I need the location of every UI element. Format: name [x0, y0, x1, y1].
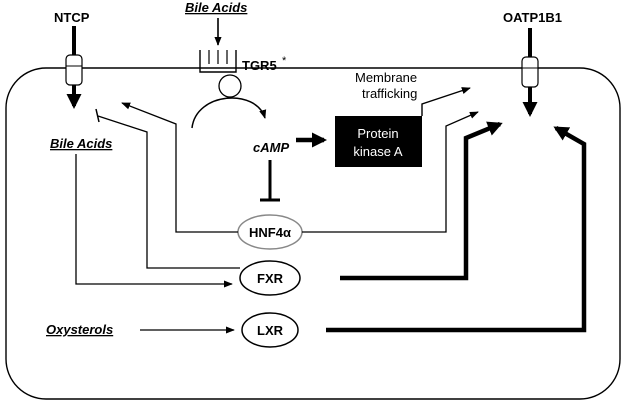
lxr-label: LXR: [257, 323, 284, 338]
protein-kinase-a-box: [335, 116, 422, 167]
oatp1b1-label: OATP1B1: [503, 10, 562, 25]
bile-acids-extracellular-label: Bile Acids: [185, 0, 247, 15]
fxr-node: [239, 260, 301, 296]
bile-acids-intracellular-label: Bile Acids: [50, 136, 112, 151]
ntcp-transporter: [65, 26, 83, 109]
membrane-trafficking-label-line2: trafficking: [362, 86, 417, 101]
camp-label: cAMP: [253, 140, 289, 155]
fxr-label: FXR: [257, 271, 284, 286]
tgr5-label: TGR5: [242, 58, 277, 73]
tgr5-to-camp-arrow: [191, 97, 267, 129]
fxr-inhibition-bar: [95, 108, 100, 123]
fxr-inhibits-ntcp: [97, 115, 240, 269]
hnf4a-to-oatp1b1-arrow: [302, 111, 479, 233]
pka-label-line1: Protein: [357, 126, 398, 141]
pka-label-line2: kinase A: [353, 144, 402, 159]
hnf4a-to-ntcp-arrow: [121, 102, 238, 233]
membrane-trafficking-label-line1: Membrane: [355, 70, 417, 85]
pka-to-membrane-trafficking-arrow: [421, 87, 471, 116]
lxr-node: [241, 312, 299, 348]
tgr5-receptor: [199, 50, 242, 98]
tgr5-asterisk: *: [282, 55, 287, 67]
oatp1b1-transporter: [521, 28, 539, 117]
bile-acids-to-fxr-arrow: [75, 154, 233, 288]
ntcp-label: NTCP: [54, 10, 90, 25]
fxr-to-oatp1b1-arrow: [340, 121, 503, 281]
oxysterols-label: Oxysterols: [46, 322, 113, 337]
cell-membrane: [5, 67, 621, 400]
lxr-to-oatp1b1-arrow: [326, 126, 587, 333]
hnf4a-label: HNF4α: [249, 225, 291, 240]
